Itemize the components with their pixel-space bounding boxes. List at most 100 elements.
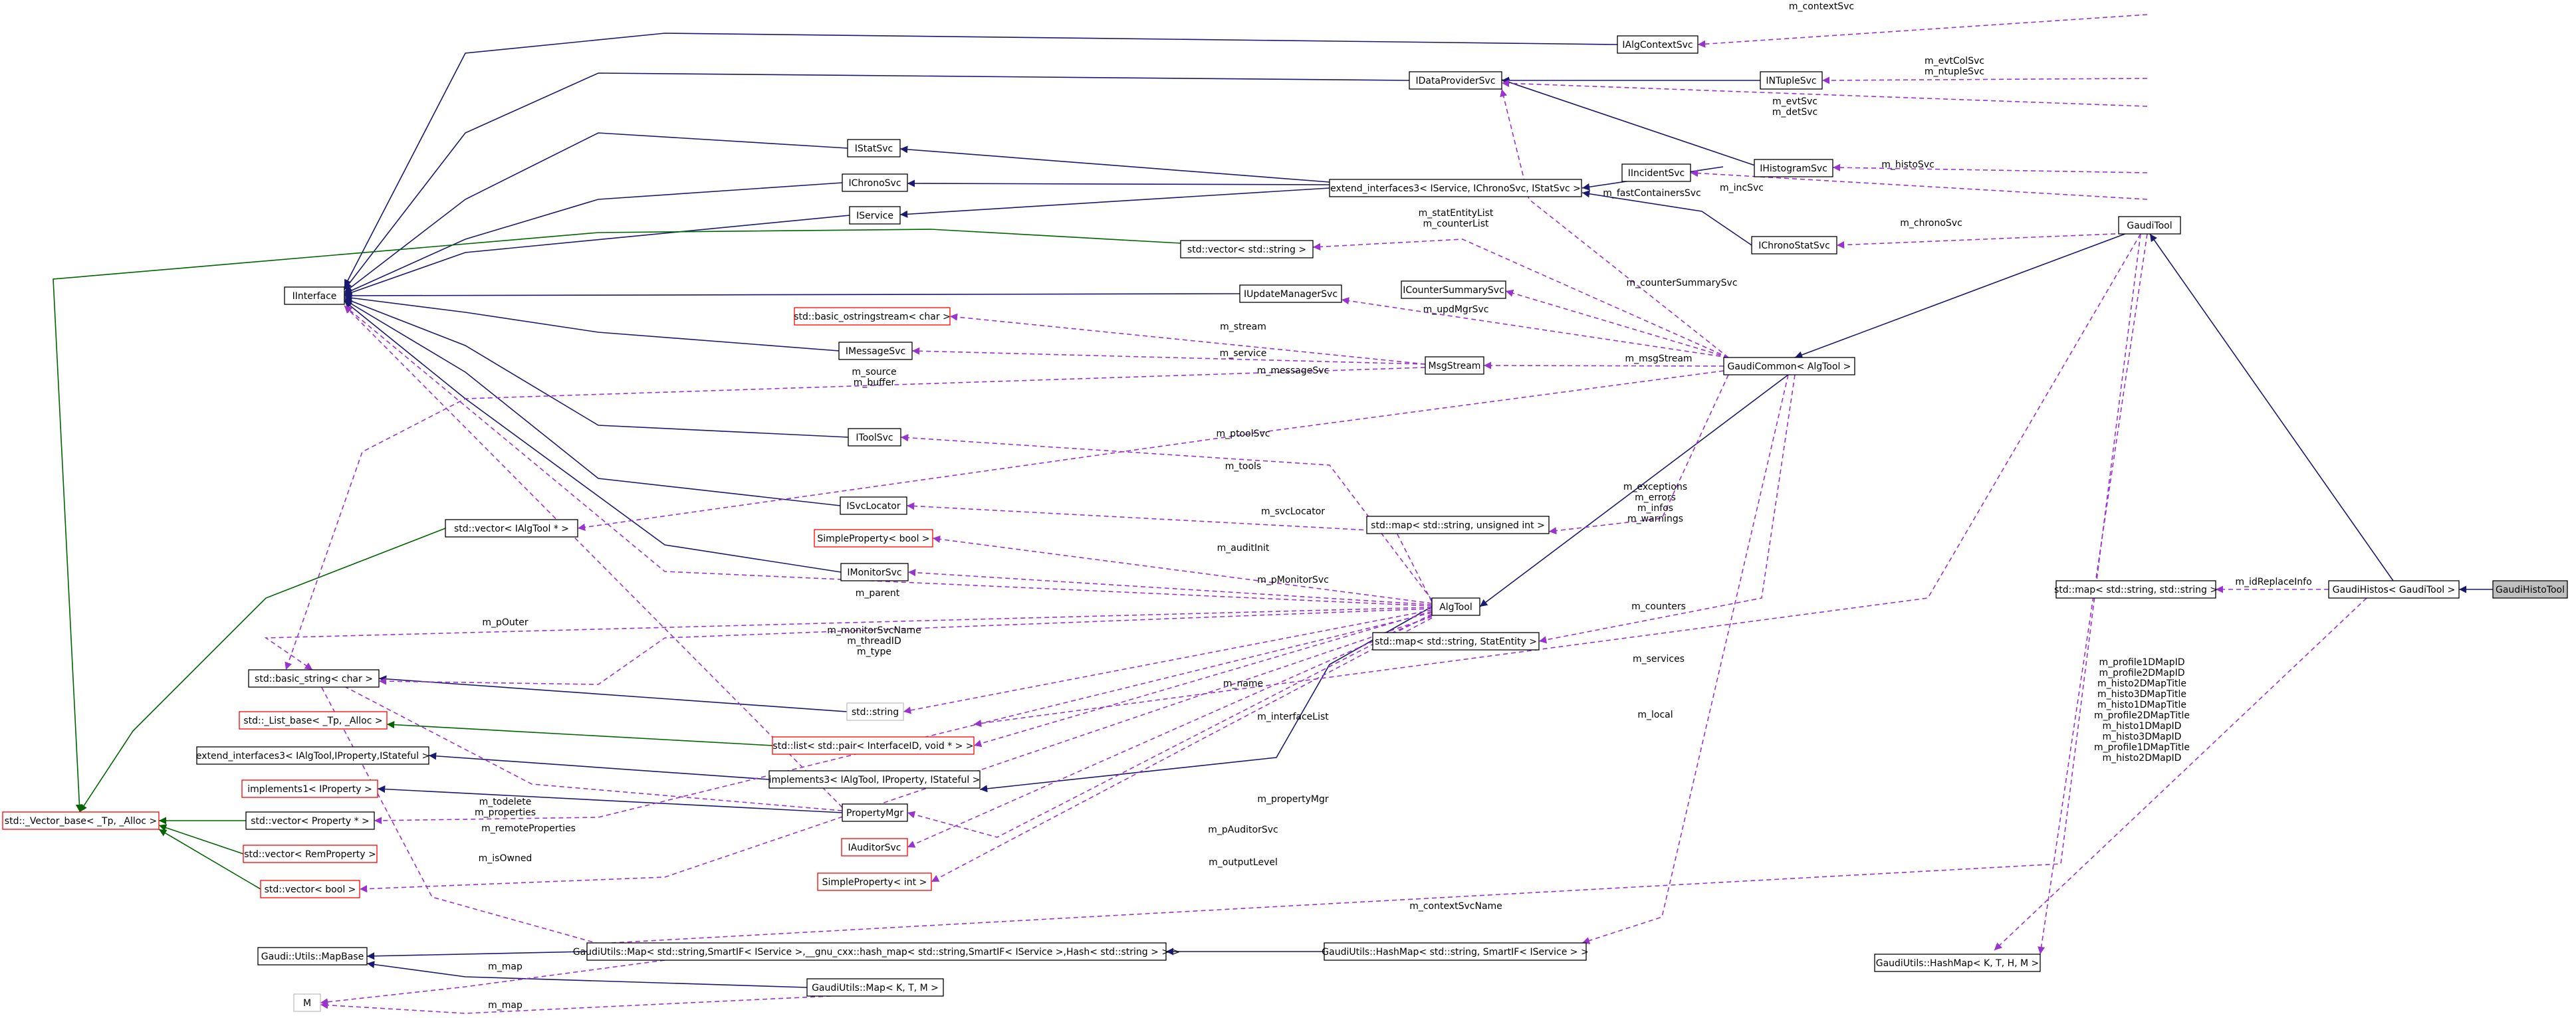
class-name: ICounterSummarySvc [1403, 285, 1504, 296]
class-node-ichrono-stat-svc[interactable]: IChronoStatSvc [1751, 236, 1837, 255]
class-node-icounter-summary-svc[interactable]: ICounterSummarySvc [1401, 280, 1506, 299]
class-node-vector-rem-property[interactable]: std::vector< RemProperty > [243, 845, 378, 863]
class-node-vector-property[interactable]: std::vector< Property * > [245, 811, 375, 830]
class-name: GaudiUtils::HashMap< std::string, SmartI… [1322, 947, 1588, 958]
edge-label-inc-svc: m_incSvc [1720, 183, 1764, 193]
class-node-ialg-context-svc[interactable]: IAlgContextSvc [1617, 35, 1698, 54]
class-node-imessage-svc[interactable]: IMessageSvc [838, 342, 913, 360]
class-name: std::basic_string< char > [255, 674, 373, 684]
class-node-iservice[interactable]: IService [849, 206, 901, 225]
class-box [1180, 240, 1314, 258]
class-node-gaudi-histo-tool[interactable]: GaudiHistoTool [2492, 580, 2568, 599]
class-box [1431, 597, 1480, 616]
class-box [1329, 179, 1582, 197]
class-node-iauditor-svc[interactable]: IAuditorSvc [841, 838, 908, 857]
class-node-intuple-svc[interactable]: INTupleSvc [1760, 71, 1823, 90]
class-name: M [303, 998, 311, 1009]
class-node-simple-property-bool[interactable]: SimpleProperty< bool > [814, 529, 933, 548]
usage-edge [1697, 14, 2148, 48]
class-node-gaudi-utils-hash-map-svc[interactable]: GaudiUtils::HashMap< std::string, SmartI… [1322, 942, 1589, 961]
class-node-implements3[interactable]: implements3< IAlgTool, IProperty, IState… [768, 770, 981, 789]
class-node-m[interactable]: M [293, 993, 321, 1012]
class-node-map-base[interactable]: Gaudi::Utils::MapBase [257, 947, 368, 966]
class-node-vector-base[interactable]: std::_Vector_base< _Tp, _Alloc > [2, 811, 160, 830]
class-node-extend-interfaces3-svc[interactable]: extend_interfaces3< IService, IChronoSvc… [1329, 179, 1582, 197]
edge-label-thread-id: m_threadID [847, 636, 901, 647]
class-node-gaudi-utils-hash-map-kthm[interactable]: GaudiUtils::HashMap< K, T, H, M > [1874, 954, 2041, 972]
class-node-alg-tool[interactable]: AlgTool [1431, 597, 1480, 616]
class-node-map-int[interactable]: std::map< std::string, unsigned int > [1366, 516, 1550, 534]
usage-edge [285, 367, 1426, 670]
class-box [2492, 580, 2568, 599]
inheritance-edge [377, 785, 843, 813]
class-name: std::map< std::string, std::string > [2054, 585, 2218, 595]
class-box [768, 770, 981, 789]
class-node-property-mgr[interactable]: PropertyMgr [842, 803, 908, 822]
edge-label-histo-id: m_histo3DMapTitle [2097, 689, 2186, 700]
class-name: IAuditorSvc [848, 843, 901, 853]
class-box [1760, 71, 1823, 90]
class-box [847, 139, 901, 157]
class-name: std::map< std::string, unsigned int > [1371, 520, 1545, 531]
usage-edge [1690, 169, 2148, 200]
class-box [806, 978, 944, 997]
class-node-ihistogram-svc[interactable]: IHistogramSvc [1754, 159, 1833, 177]
usage-edge [911, 347, 1426, 365]
class-node-list-pair[interactable]: std::list< std::pair< InterfaceID, void … [772, 736, 975, 755]
class-name: implements3< IAlgTool, IProperty, IState… [769, 775, 981, 785]
class-node-vector-string[interactable]: std::vector< std::string > [1180, 240, 1314, 258]
edge-label-ptool-svc: m_ptoolSvc [1217, 429, 1270, 439]
class-node-extend-interfaces3-prop[interactable]: extend_interfaces3< IAlgTool,IProperty,I… [196, 746, 429, 765]
class-node-itool-svc[interactable]: IToolSvc [848, 428, 901, 447]
class-node-map-stat-entity[interactable]: std::map< std::string, StatEntity > [1372, 632, 1540, 651]
inheritance-edge [428, 752, 770, 780]
class-node-vector-ialg-tool[interactable]: std::vector< IAlgTool * > [445, 519, 578, 538]
class-node-std-string[interactable]: std::string [846, 702, 904, 721]
class-node-istat-svc[interactable]: IStatSvc [847, 139, 901, 157]
class-node-iincident-svc[interactable]: IIncidentSvc [1621, 163, 1691, 182]
class-node-iinterface[interactable]: IInterface [284, 286, 345, 305]
class-name: std::vector< Property * > [251, 816, 370, 827]
class-node-msg-stream[interactable]: MsgStream [1425, 356, 1484, 375]
class-name: IMonitorSvc [847, 567, 901, 578]
class-node-implements1[interactable]: implements1< IProperty > [241, 779, 378, 798]
class-node-basic-ostringstream[interactable]: std::basic_ostringstream< char > [794, 307, 951, 326]
class-node-gaudi-utils-map-ktm[interactable]: GaudiUtils::Map< K, T, M > [806, 978, 944, 997]
edge-label-evt-svc: m_evtSvc [1772, 96, 1817, 107]
template-edge [158, 824, 244, 855]
class-node-iupdate-manager-svc[interactable]: IUpdateManagerSvc [1239, 284, 1342, 303]
usage-edge [900, 434, 1433, 601]
class-node-list-base[interactable]: std::_List_base< _Tp, _Alloc > [239, 711, 388, 730]
class-node-map-string-string[interactable]: std::map< std::string, std::string > [2054, 580, 2218, 599]
class-name: std::list< std::pair< InterfaceID, void … [772, 741, 973, 752]
class-box [241, 779, 378, 798]
inheritance-edge [344, 182, 843, 294]
class-node-basic-string[interactable]: std::basic_string< char > [248, 669, 380, 688]
class-node-simple-property-int[interactable]: SimpleProperty< int > [817, 872, 932, 891]
inheritance-edge [1581, 190, 1752, 246]
class-name: IAlgContextSvc [1622, 40, 1693, 51]
class-node-gaudi-utils-map-long[interactable]: GaudiUtils::Map< std::string,SmartIF< IS… [573, 942, 1180, 961]
inheritance-edge [1794, 224, 2151, 359]
usage-edge [577, 370, 1724, 531]
usage-edge [906, 502, 1433, 603]
edge-label-det-svc: m_detSvc [1772, 107, 1818, 118]
class-node-gaudi-common[interactable]: GaudiCommon< AlgTool > [1723, 357, 1855, 375]
class-box [1366, 516, 1550, 534]
class-node-vector-bool[interactable]: std::vector< bool > [260, 880, 360, 898]
edge-label-errors: m_errors [1635, 492, 1676, 503]
class-node-ichrono-svc[interactable]: IChronoSvc [842, 173, 908, 192]
class-node-imonitor-svc[interactable]: IMonitorSvc [840, 563, 909, 581]
class-name: IMessageSvc [846, 346, 905, 357]
edge-label-histo-id: m_histo1DMapID [2103, 721, 2182, 732]
usage-edge [1341, 297, 1729, 358]
template-edge [386, 721, 773, 746]
edge-label-type: m_type [857, 647, 891, 657]
usage-edge [312, 669, 843, 811]
class-node-idata-provider-svc[interactable]: IDataProviderSvc [1409, 71, 1502, 90]
class-node-gaudi-tool[interactable]: GaudiTool [2118, 216, 2181, 235]
inheritance-edge [344, 33, 1618, 288]
class-node-gaudi-histos[interactable]: GaudiHistos< GaudiTool > [2328, 580, 2460, 599]
edge-label-message-svc: m_messageSvc [1257, 365, 1329, 376]
class-node-isvc-locator[interactable]: ISvcLocator [840, 496, 907, 515]
